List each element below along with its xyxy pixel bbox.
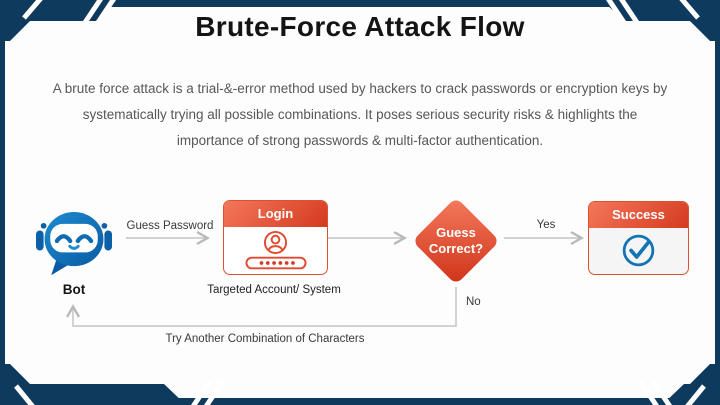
decision-label: Guess Correct? [428, 225, 484, 256]
bot-icon [36, 212, 112, 276]
description-text: A brute force attack is a trial-&-error … [52, 81, 668, 148]
yes-label: Yes [536, 219, 556, 231]
page-title: Brute-Force Attack Flow [195, 11, 525, 42]
success-node-title: Success [589, 202, 688, 228]
user-account-icon [263, 230, 288, 254]
no-label: No [466, 296, 481, 308]
retry-label: Try Another Combination of Characters [165, 333, 365, 345]
login-node-body [224, 227, 327, 272]
success-node: Success [588, 201, 689, 275]
password-dots-icon [244, 256, 307, 269]
check-circle-icon [622, 234, 655, 266]
login-node-caption: Targeted Account/ System [207, 284, 341, 296]
login-node: Login [223, 200, 328, 275]
guess-password-label: Guess Password [126, 220, 214, 232]
login-node-title: Login [224, 201, 327, 227]
bot-label: Bot [62, 282, 86, 297]
success-node-body [589, 228, 688, 272]
